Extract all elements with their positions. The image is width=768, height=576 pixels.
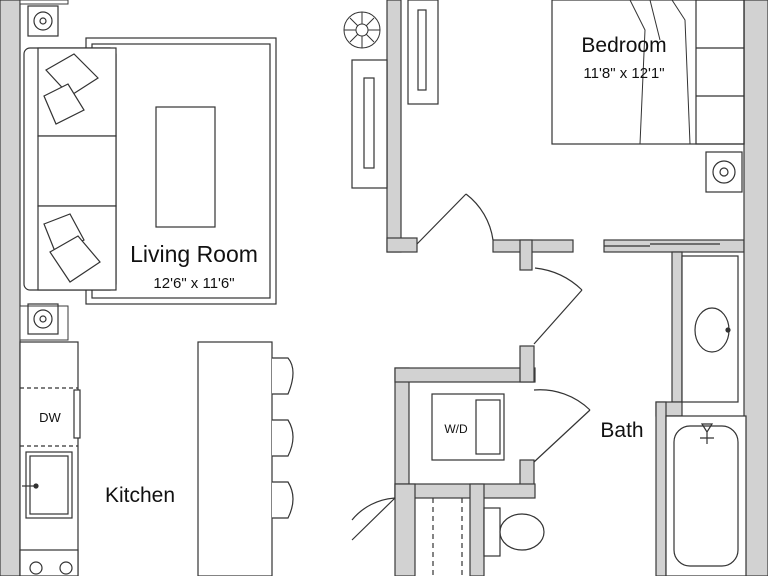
living-room-name: Living Room: [130, 241, 258, 267]
bedroom-door: [604, 243, 720, 247]
bed-pillows: [695, 0, 745, 145]
kitchen-name: Kitchen: [105, 484, 175, 507]
ac-unit-icon: [27, 5, 59, 37]
bedroom-dims: 11'8" x 12'1": [583, 65, 664, 82]
hall-door: [351, 497, 463, 576]
kitchen-island: [197, 341, 273, 576]
bedroom-name: Bedroom: [581, 34, 666, 57]
coffee-table: [155, 106, 216, 228]
bath-name: Bath: [600, 419, 643, 442]
bar-stool: [272, 481, 294, 519]
sofa-pillow: [43, 83, 85, 125]
sofa-pillow: [49, 235, 101, 283]
bar-stool: [272, 357, 294, 395]
bath-sink: [694, 307, 730, 353]
dishwasher-handle: [73, 389, 81, 439]
ac-unit-icon: [27, 303, 59, 335]
plant-icon: [343, 11, 381, 49]
living-room-dims: 12'6" x 11'6": [153, 275, 234, 292]
ac-unit-icon: [705, 151, 743, 193]
dishwasher-label: DW: [39, 410, 61, 425]
sofa: [23, 47, 117, 291]
bath: [665, 255, 747, 576]
kitchen: [19, 341, 294, 576]
bed: [551, 0, 745, 145]
laundry-closet: [431, 267, 591, 463]
living-room: [23, 5, 277, 335]
bar-stool: [272, 419, 294, 457]
media-console: [351, 0, 439, 189]
living-door: [416, 193, 494, 245]
toilet-icon: [483, 507, 545, 557]
bedroom: [551, 0, 745, 193]
washer-dryer-label: W/D: [444, 422, 468, 436]
